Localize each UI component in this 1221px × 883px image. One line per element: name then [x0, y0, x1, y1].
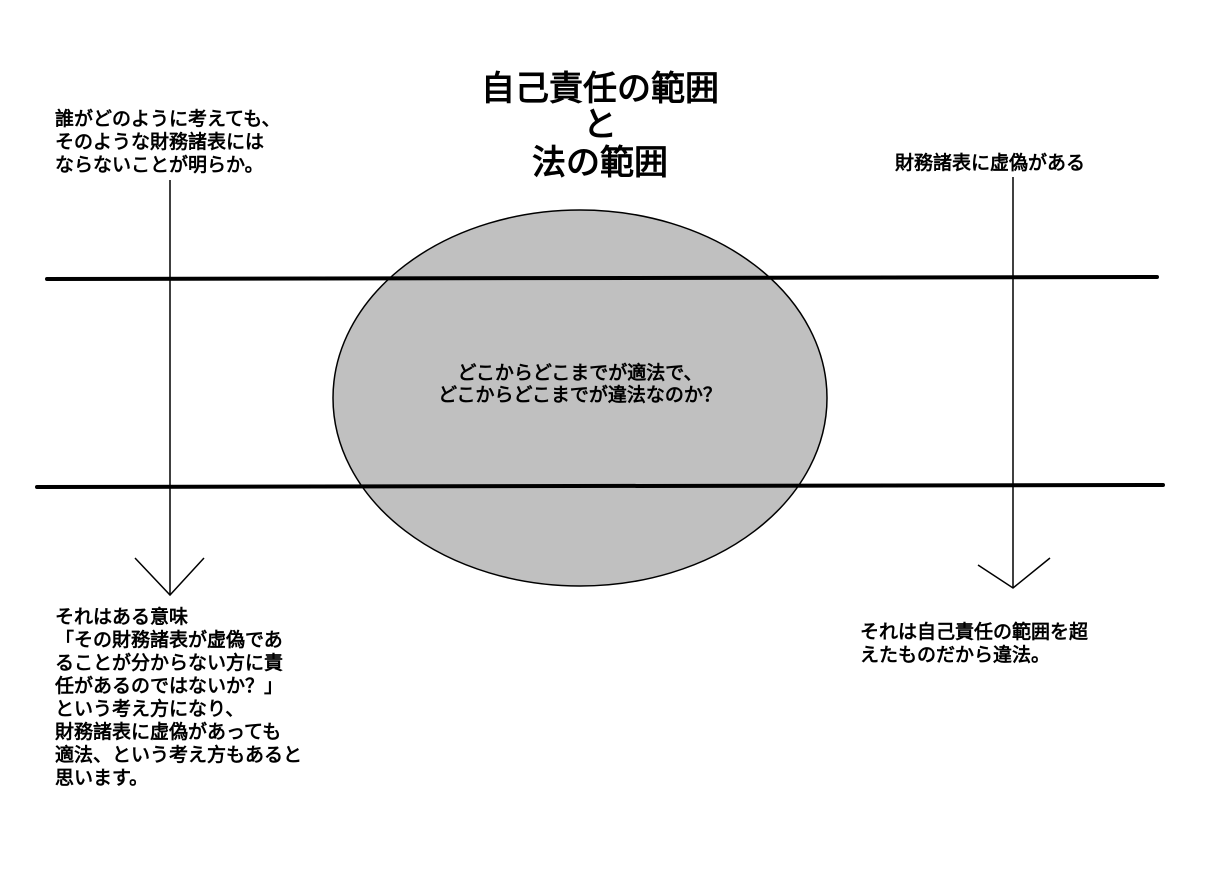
note-line: どこからどこまでが適法で、	[457, 362, 703, 384]
note-line: それはある意味	[55, 606, 189, 628]
left-arrow-head	[134, 557, 205, 597]
note-line: 適法、という考え方もあると	[55, 744, 303, 766]
grey-area-ellipse	[332, 209, 828, 587]
right-arrow-head	[977, 557, 1051, 589]
note-line: 財務諸表に虚偽があっても	[55, 721, 282, 743]
note-top-right: 財務諸表に虚偽がある	[895, 152, 1085, 175]
note-bottom-right: それは自己責任の範囲を超 えたものだから違法。	[860, 621, 1088, 667]
title-line-1: 自己責任の範囲	[481, 69, 719, 109]
note-line: 財務諸表に虚偽がある	[895, 152, 1086, 174]
note-line: ることが分からない方に責	[55, 652, 284, 674]
note-top-left: 誰がどのように考えても、 そのような財務諸表には ならないことが明らか。	[55, 108, 281, 177]
note-line: 思います。	[55, 767, 149, 789]
note-line: という考え方になり、	[55, 698, 245, 720]
note-line: どこからどこまでが違法なのか？	[438, 384, 722, 406]
note-bottom-left: それはある意味 「その財務諸表が虚偽であ ることが分からない方に責 任があるので…	[55, 606, 302, 790]
upper-boundary-line	[45, 275, 1159, 281]
note-line: 誰がどのように考えても、	[55, 108, 281, 130]
title-line-3: 法の範囲	[532, 143, 668, 183]
note-line: それは自己責任の範囲を超	[860, 621, 1089, 643]
ellipse-question-text: どこからどこまでが適法で、 どこからどこまでが違法なのか？	[380, 362, 780, 406]
note-line: 「その財務諸表が虚偽であ	[55, 629, 283, 651]
note-line: そのような財務諸表には	[55, 131, 265, 153]
note-line: 任があるのではないか？」	[55, 675, 284, 697]
note-line: えたものだから違法。	[860, 644, 1051, 666]
lower-boundary-line	[35, 483, 1165, 489]
note-line: ならないことが明らか。	[55, 154, 264, 176]
title-line-2: と	[583, 105, 617, 145]
